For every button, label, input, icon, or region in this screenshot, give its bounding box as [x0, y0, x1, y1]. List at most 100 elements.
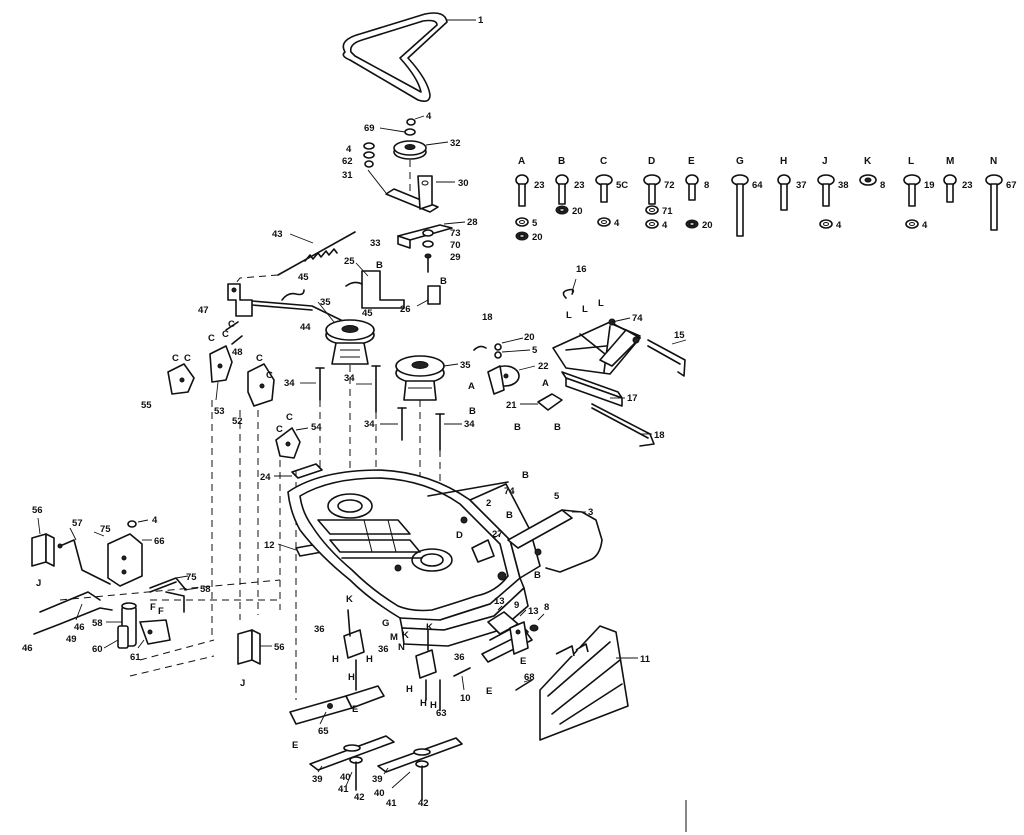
bracket-part-56-lower[interactable]: [237, 629, 272, 665]
callout-65: 65: [318, 726, 329, 737]
callout-55: 55: [141, 400, 152, 411]
blade-part-65[interactable]: [289, 685, 385, 725]
spindle-assembly-left[interactable]: [343, 609, 365, 704]
bracket-part-53[interactable]: [209, 345, 233, 401]
callout-3: 3: [588, 507, 593, 518]
clip-part-68[interactable]: [515, 679, 533, 691]
bar-part-10[interactable]: [453, 667, 471, 691]
link-part-75[interactable]: [149, 575, 189, 593]
callout-36-a: 36: [314, 624, 325, 635]
callout-39-right: 39: [372, 774, 383, 785]
legend-washer-label: 5: [532, 218, 538, 229]
callout-70: 70: [450, 240, 461, 251]
bracket-part-54[interactable]: [275, 427, 309, 459]
callout-43: 43: [272, 229, 283, 240]
callout-45: 45: [298, 272, 309, 283]
spring-rod-part-43[interactable]: [231, 231, 356, 289]
legend-fastener-e: E8: [685, 156, 709, 201]
callout-54: 54: [311, 422, 322, 433]
plate-part-66[interactable]: [93, 519, 152, 587]
callout-30: 30: [458, 178, 469, 189]
rod-part-15[interactable]: [647, 339, 687, 377]
bracket-part-13-right[interactable]: [481, 609, 533, 663]
bracket-part-55[interactable]: [167, 363, 195, 395]
belt-part-1[interactable]: [342, 12, 476, 102]
legend-qty: 23: [962, 180, 973, 191]
legend-qty: 37: [796, 180, 807, 191]
spring-part-45[interactable]: [281, 281, 363, 301]
rod-part-18-lower[interactable]: [591, 403, 655, 447]
legend-fastener-m: M23: [943, 156, 973, 203]
letter-tag: C: [276, 424, 283, 435]
letter-tag: B: [376, 260, 383, 271]
callout-11: 11: [640, 654, 651, 665]
bracket-part-61[interactable]: [137, 619, 171, 649]
callout-45-right: 45: [362, 308, 373, 319]
callout-62: 62: [342, 156, 353, 167]
bracket-part-26[interactable]: [416, 285, 441, 307]
bar-part-17[interactable]: [561, 371, 625, 407]
pulley-part-32[interactable]: [393, 140, 449, 160]
callout-20: 20: [524, 332, 535, 343]
legend-washer-label: 4: [922, 220, 928, 231]
spindle-bolts-part-34[interactable]: [300, 365, 462, 451]
pulley-assembly-right-35[interactable]: [395, 355, 459, 401]
rod-part-3[interactable]: [507, 509, 603, 573]
legend-fastener-j: J38: [817, 156, 849, 207]
hardware-stack-top[interactable]: [363, 115, 425, 168]
callout-75-lower: 75: [186, 572, 197, 583]
bracket-part-58-upper[interactable]: [165, 587, 199, 613]
callout-58-lower: 58: [92, 618, 103, 629]
blade-part-39-left[interactable]: [309, 735, 395, 773]
rod-part-46-upper[interactable]: [39, 591, 101, 621]
callout-33: 33: [370, 238, 381, 249]
spindle-assembly-right[interactable]: [415, 629, 437, 701]
letter-tag: H: [430, 700, 437, 711]
legend-washer-label: 4: [662, 220, 668, 231]
nut-part-8[interactable]: [529, 613, 545, 632]
bracket-part-56-left[interactable]: [31, 517, 55, 567]
blade-bolts-left[interactable]: [345, 756, 363, 791]
legend-fastener-n: N67: [985, 156, 1017, 231]
callout-labels: 1 4 69 32 4 62 31 30 28 73 70 29 43 33 2…: [22, 15, 685, 809]
rod-part-46-lower[interactable]: [33, 607, 113, 635]
bracket-part-28[interactable]: [397, 221, 466, 273]
idler-bracket-part-22[interactable]: [473, 337, 536, 395]
plate-part-24[interactable]: [274, 463, 323, 479]
letter-tag: D: [456, 530, 463, 541]
legend-qty: 8: [880, 180, 885, 191]
letter-tag: K: [426, 622, 433, 633]
callout-69: 69: [364, 123, 375, 134]
letter-tag: F: [158, 606, 164, 617]
letter-tag: H: [348, 672, 355, 683]
blade-part-39-right[interactable]: [377, 737, 463, 775]
callout-21: 21: [506, 400, 517, 411]
letter-tag: N: [398, 642, 405, 653]
callout-47: 47: [198, 305, 209, 316]
bracket-part-25[interactable]: [355, 262, 405, 309]
discharge-chute-part-11[interactable]: [539, 625, 638, 741]
callout-24: 24: [260, 472, 271, 483]
callout-2: 2: [486, 498, 491, 509]
letter-tag: L: [566, 310, 572, 321]
bracket-part-47[interactable]: [227, 283, 253, 317]
callout-42-right: 42: [418, 798, 429, 809]
bracket-part-30[interactable]: [367, 160, 455, 213]
letter-tag: B: [554, 422, 561, 433]
callout-42-left: 42: [354, 792, 365, 803]
lift-assembly-part-74[interactable]: [552, 278, 641, 375]
callout-26: 26: [400, 304, 411, 315]
bracket-part-52[interactable]: [247, 363, 275, 407]
pulley-assembly-left-35[interactable]: [317, 301, 375, 365]
bracket-part-27[interactable]: [471, 533, 501, 563]
spacer-part-60[interactable]: [103, 625, 129, 649]
letter-tag: B: [469, 406, 476, 417]
legend-washer-label: 20: [532, 232, 543, 243]
hardware-part-48[interactable]: [225, 321, 243, 345]
letter-tag: F: [150, 602, 156, 613]
link-part-57[interactable]: [57, 527, 111, 585]
callout-34-d: 34: [464, 419, 475, 430]
bracket-part-21[interactable]: [520, 393, 563, 411]
blade-bolts-right[interactable]: [391, 760, 429, 801]
